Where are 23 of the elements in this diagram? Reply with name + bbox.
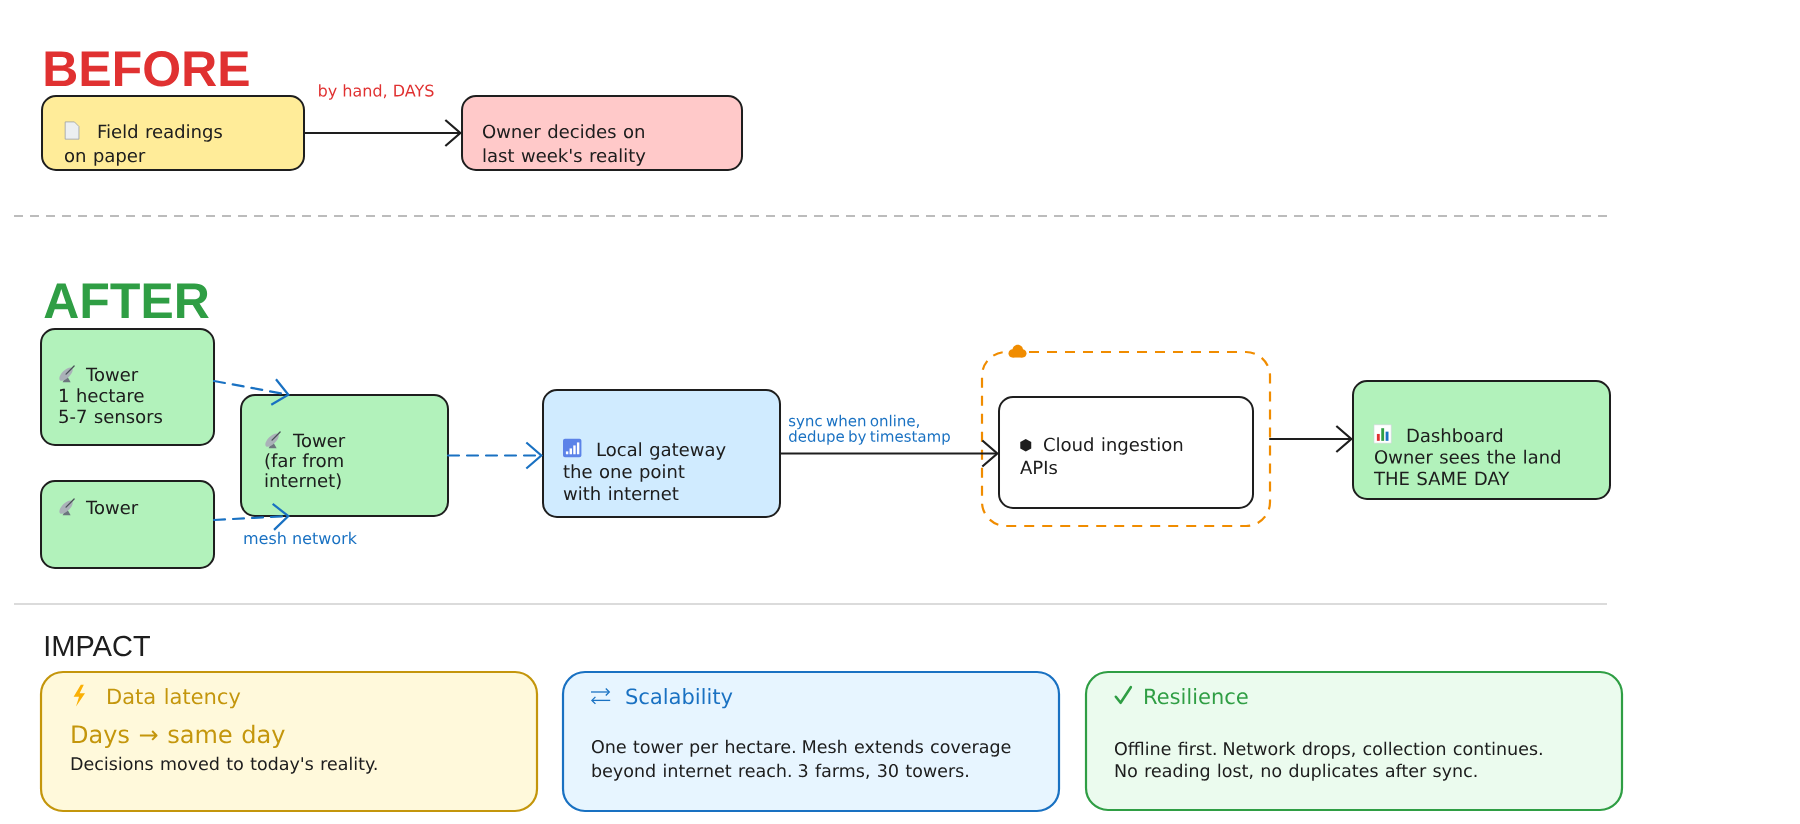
process-box: Owner decides on last week's reality	[461, 95, 743, 171]
process-box: Tower	[40, 480, 215, 569]
process-box: Dashboard Owner sees the land THE SAME DAY	[1352, 380, 1611, 500]
dashed-arrow	[212, 378, 290, 406]
section-heading: AFTER	[44, 283, 209, 318]
dashed-group-box	[980, 350, 1272, 528]
process-box: Local gateway the one point with internet	[542, 389, 781, 518]
edge-label: by hand, DAYS	[319, 84, 434, 100]
impact-card: Scalability One tower per hectare. Mesh extends coverage beyond internet reach. 3 farms, 30 towers.	[561, 670, 1061, 813]
impact-card: Resilience Offline first. Network drops, collection continues. No reading lost, no duplicates after sync.	[1084, 670, 1624, 812]
arrow	[1268, 425, 1353, 453]
process-box: Field readings on paper	[41, 95, 305, 171]
section-heading: IMPACT	[45, 635, 150, 657]
dashed-arrow	[212, 503, 290, 531]
impact-card: Data latency Days → same day Decisions moved to today's reality.	[39, 670, 539, 813]
process-box: Cloud ingestion APIs	[998, 396, 1254, 509]
edge-label: sync when online, dedupe by timestamp	[789, 414, 950, 445]
arrow	[302, 119, 462, 147]
edge-label: mesh network	[244, 531, 357, 545]
arrow	[778, 439, 999, 468]
dashed-arrow	[446, 441, 543, 470]
process-box: Tower (far from internet)	[240, 394, 449, 517]
process-box: Tower 1 hectare 5-7 sensors	[40, 328, 215, 446]
